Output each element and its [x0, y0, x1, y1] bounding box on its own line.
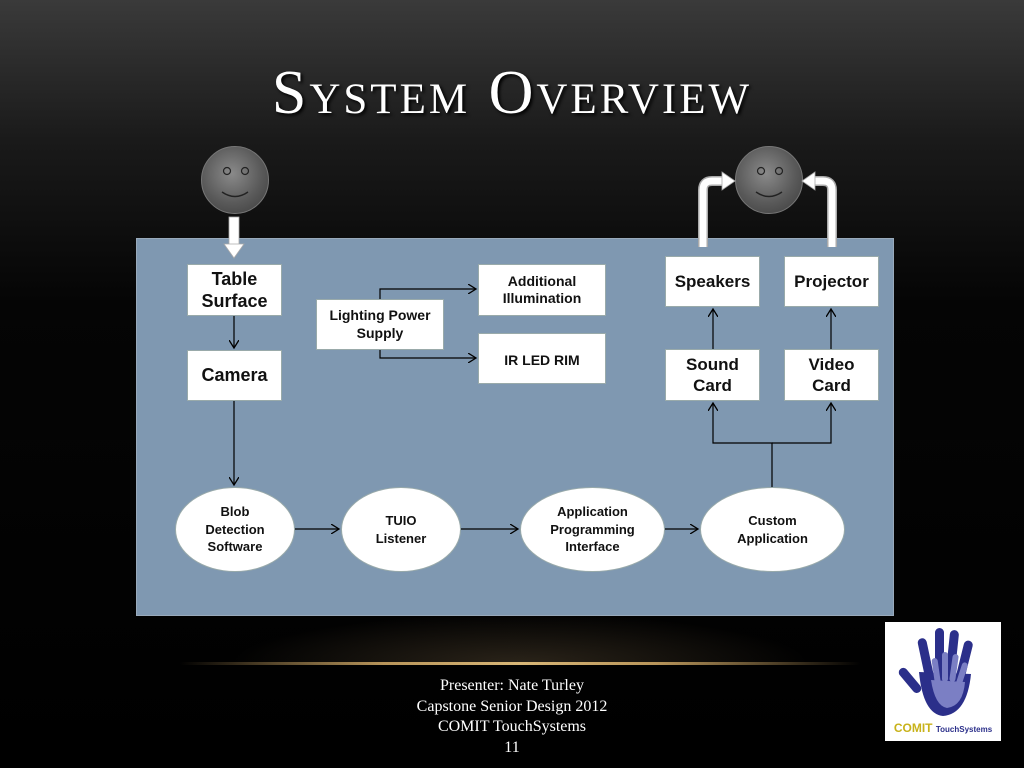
- company-logo: COMIT TouchSystems: [885, 622, 1001, 741]
- input-arrow: [223, 216, 245, 259]
- flow-arrows: [234, 289, 831, 529]
- node-tuio-listener: TUIO Listener: [341, 487, 461, 572]
- output-arrow-speakers: [698, 171, 736, 247]
- logo-brand: COMIT: [893, 721, 933, 735]
- node-custom-application: Custom Application: [700, 487, 845, 572]
- node-sound-card: Sound Card: [665, 349, 760, 401]
- divider-glow: [230, 612, 810, 664]
- node-lighting-power-supply: Lighting Power Supply: [316, 299, 444, 350]
- output-arrow-projector: [801, 171, 837, 247]
- footer: Presenter: Nate Turley Capstone Senior D…: [312, 676, 712, 758]
- slide-number: 11: [504, 738, 520, 756]
- smiley-icon: [221, 166, 250, 198]
- node-projector: Projector: [784, 256, 879, 307]
- node-speakers: Speakers: [665, 256, 760, 307]
- node-additional-illumination: Additional Illumination: [478, 264, 606, 316]
- user-face-icon: [201, 146, 269, 214]
- smiley-icon: [755, 166, 784, 198]
- course-text: Capstone Senior Design 2012: [416, 697, 608, 715]
- divider-line: [180, 662, 860, 665]
- company-text: COMIT TouchSystems: [437, 718, 587, 735]
- hand-logo-icon: [898, 628, 973, 716]
- logo-brand-suffix: TouchSystems: [935, 725, 993, 734]
- node-camera: Camera: [187, 350, 282, 401]
- logo-wordmark: COMIT TouchSystems: [885, 721, 1001, 735]
- presenter-text: Presenter: Nate Turley: [440, 677, 584, 694]
- node-blob-detection: Blob Detection Software: [175, 487, 295, 572]
- node-ir-led-rim: IR LED RIM: [478, 333, 606, 384]
- node-table-surface: Table Surface: [187, 264, 282, 316]
- viewer-face-icon: [735, 146, 803, 214]
- slide-title: System Overview: [271, 59, 753, 127]
- node-video-card: Video Card: [784, 349, 879, 401]
- node-api: Application Programming Interface: [520, 487, 665, 572]
